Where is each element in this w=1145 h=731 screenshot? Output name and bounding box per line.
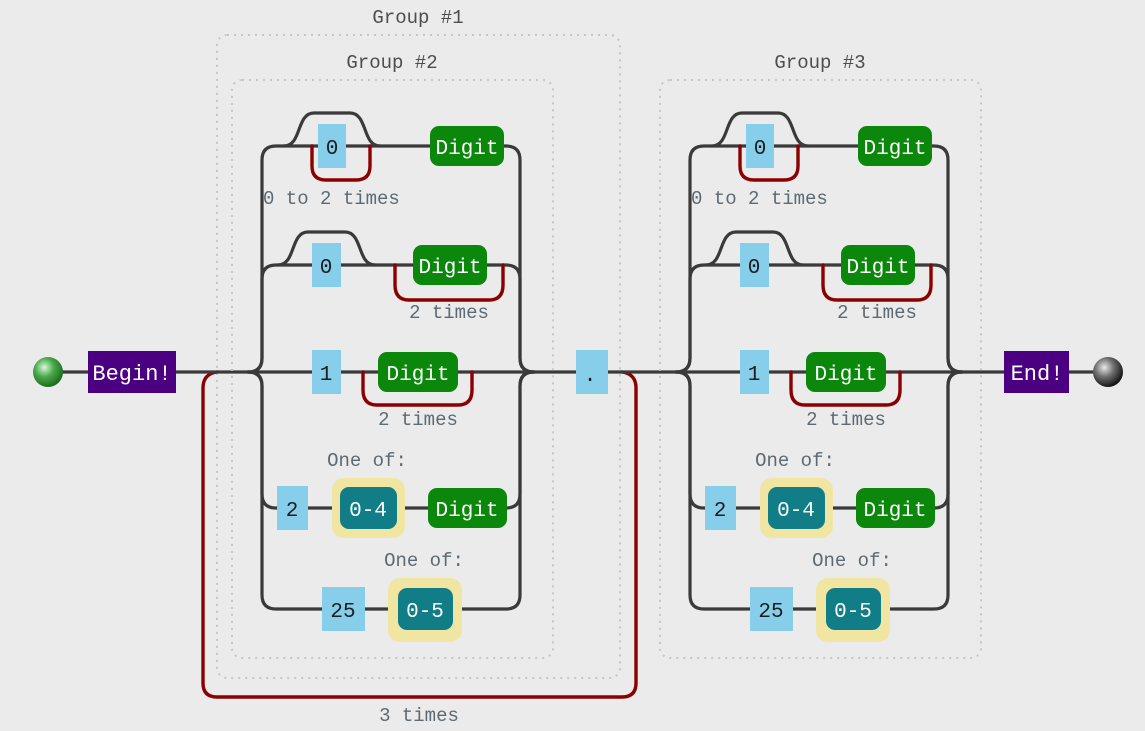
repeat-label: 2 times (378, 409, 458, 431)
begin-label: Begin! (92, 362, 171, 387)
group-3-label: Group #3 (774, 52, 865, 74)
charset-box (428, 488, 507, 528)
literal-box (740, 243, 769, 287)
repeat-loop (310, 144, 372, 182)
group-1-label: Group #1 (372, 7, 463, 29)
literal-box (312, 350, 341, 394)
literal-text: 25 (758, 601, 783, 624)
group-2-label: Group #2 (346, 52, 437, 74)
repeat-loop (361, 370, 474, 407)
range-box (768, 487, 825, 529)
group-1-repeat-loop (201, 370, 638, 699)
group-3-border (659, 79, 982, 659)
charset-box (856, 488, 935, 528)
charset-box (430, 126, 504, 166)
literal-text: 0 (320, 257, 333, 280)
repeat-loop (821, 263, 933, 302)
literal-box (318, 124, 346, 168)
literal-text: 2 (286, 500, 299, 523)
literal-box (322, 587, 365, 631)
charset-text: Digit (386, 364, 449, 387)
literal-text: 0 (326, 138, 339, 161)
literal-text: 0 (754, 138, 767, 161)
group-2-border (231, 79, 554, 659)
end-dot (1093, 357, 1123, 387)
branch-line (246, 263, 536, 374)
group-3: Group #3 0 Digit 0 to 2 times 0 Digit 2 … (659, 52, 982, 659)
literal-text: 2 (714, 500, 727, 523)
charset-text: Digit (846, 257, 909, 280)
literal-text: 25 (330, 601, 355, 624)
charset-box (806, 352, 886, 392)
charset-box (378, 352, 458, 392)
range-box (398, 588, 453, 630)
charset-text: Digit (814, 364, 877, 387)
branch-line (674, 263, 964, 374)
literal-box (746, 124, 774, 168)
start-dot (33, 357, 63, 387)
repeat-loop (738, 144, 800, 182)
literal-box (740, 350, 769, 394)
literal-box (312, 243, 341, 287)
charset-text: Digit (435, 138, 498, 161)
repeat-label: 0 to 2 times (263, 188, 400, 210)
charset-text: Digit (418, 257, 481, 280)
repeat-label: 2 times (409, 302, 489, 324)
literal-text: 0 (748, 257, 761, 280)
skip-line (704, 230, 805, 267)
choice-label: One of: (755, 450, 835, 472)
charset-box (841, 245, 915, 285)
branch-line (246, 144, 536, 374)
group-1: Group #1 3 times (201, 7, 638, 727)
choice-label: One of: (384, 550, 464, 572)
range-text: 0-5 (834, 601, 872, 624)
literal-box (576, 350, 608, 394)
literal-box (705, 486, 736, 530)
range-box (340, 487, 397, 529)
skip-line (282, 111, 382, 148)
literal-box (750, 587, 793, 631)
end-label: End! (1011, 362, 1064, 387)
end-node (1004, 351, 1069, 393)
literal-box (277, 486, 308, 530)
repeat-label: 2 times (837, 302, 917, 324)
skip-line (276, 230, 377, 267)
group-1-repeat-label: 3 times (379, 705, 459, 727)
range-text: 0-4 (349, 500, 387, 523)
charset-text: Digit (435, 500, 498, 523)
separator: . (576, 350, 608, 394)
charset-box (413, 245, 487, 285)
repeat-loop (789, 370, 902, 407)
literal-text: . (584, 365, 597, 388)
literal-text: 1 (320, 364, 333, 387)
begin-node (88, 351, 176, 393)
charset-box (858, 126, 932, 166)
branch-line (674, 144, 964, 374)
charset-text: Digit (863, 138, 926, 161)
repeat-label: 0 to 2 times (691, 188, 828, 210)
range-text: 0-5 (406, 601, 444, 624)
group-2: Group #2 0 Digit 0 to 2 times 0 Digit 2 … (231, 52, 554, 659)
choice-label: One of: (327, 450, 407, 472)
literal-text: 1 (748, 364, 761, 387)
range-box (826, 588, 881, 630)
range-text: 0-4 (777, 500, 815, 523)
charset-text: Digit (863, 500, 926, 523)
skip-line (710, 111, 810, 148)
repeat-label: 2 times (806, 409, 886, 431)
choice-label: One of: (812, 550, 892, 572)
repeat-loop (393, 263, 505, 302)
